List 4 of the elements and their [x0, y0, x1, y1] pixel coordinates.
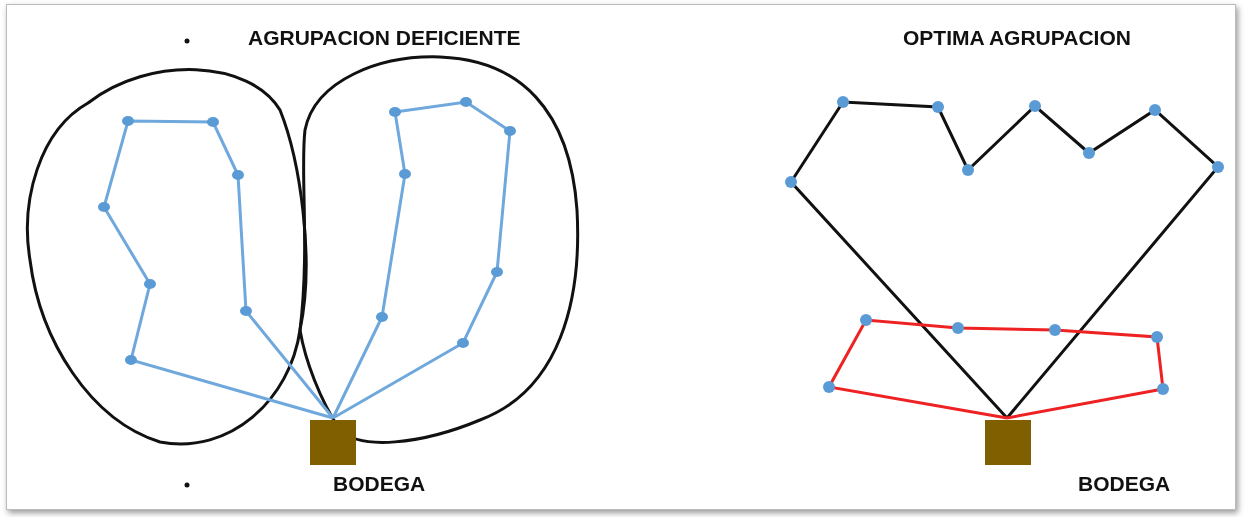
depot-label: BODEGA: [333, 472, 426, 496]
depot-label: BODEGA: [1078, 472, 1171, 496]
heading: AGRUPACION DEFICIENTE: [248, 26, 521, 50]
heading: OPTIMA AGRUPACION: [903, 26, 1131, 50]
